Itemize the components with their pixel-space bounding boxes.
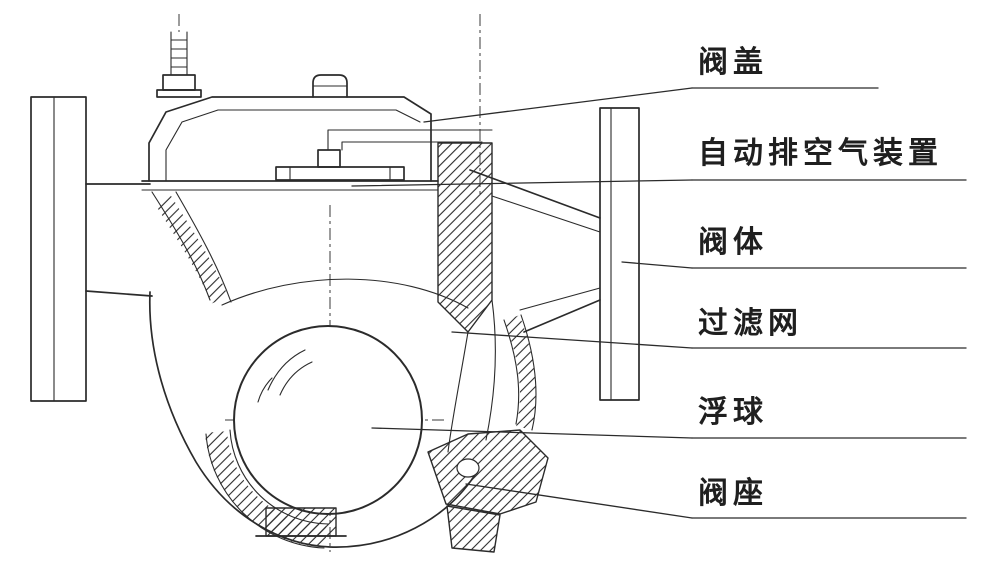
label-valve-body: 阀体 — [698, 225, 768, 260]
left-bolt — [156, 31, 202, 98]
label-valve-seat: 阀座 — [698, 476, 768, 511]
float-ball-shape — [233, 325, 423, 515]
bottom-plug — [255, 507, 347, 537]
air-vent-device — [275, 129, 493, 181]
body-left-wall — [151, 191, 469, 309]
left-flange — [30, 96, 87, 402]
valve-cover-shape — [141, 96, 439, 191]
label-float-ball: 浮球 — [698, 395, 768, 430]
outlet-pipe — [469, 169, 601, 333]
inlet-pipe — [85, 183, 153, 297]
label-strainer: 过滤网 — [698, 306, 803, 341]
center-bolt — [312, 74, 348, 98]
valve-seat-shape — [427, 429, 549, 553]
part-labels: 阀盖 自动排空气装置 阀体 过滤网 浮球 阀座 — [698, 45, 943, 511]
label-valve-cover: 阀盖 — [698, 45, 768, 80]
right-flange — [599, 107, 640, 401]
callout-leaders — [351, 87, 967, 519]
label-auto-air-vent: 自动排空气装置 — [698, 136, 943, 171]
central-column — [437, 142, 496, 453]
